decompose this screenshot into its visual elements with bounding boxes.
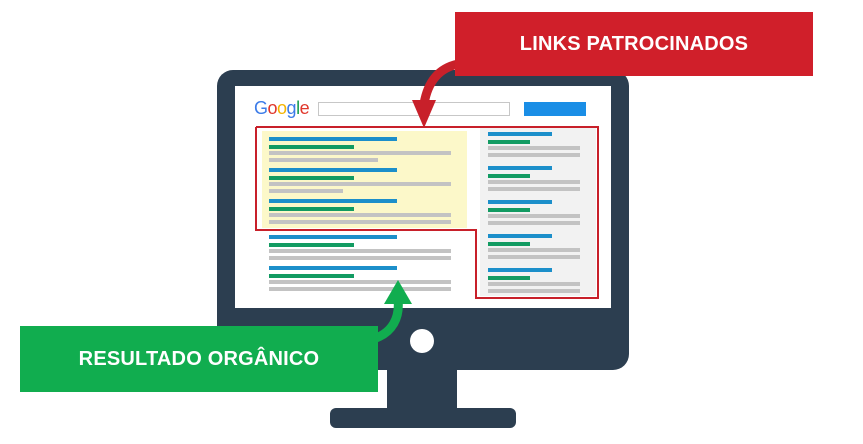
result-url-line <box>269 176 354 180</box>
result-text-line <box>269 158 378 162</box>
result-text-line <box>488 153 580 157</box>
result-url-line <box>488 174 530 178</box>
result-title-line <box>269 235 397 239</box>
result-title-line <box>488 234 552 238</box>
result-title-line <box>488 200 552 204</box>
result-text-line <box>269 182 451 186</box>
result-url-line <box>488 208 530 212</box>
result-url-line <box>488 276 530 280</box>
result-text-line <box>269 151 451 155</box>
sponsored-region-outline <box>255 126 599 299</box>
result-title-line <box>269 168 397 172</box>
result-title-line <box>269 266 397 270</box>
monitor-power-button <box>410 329 434 353</box>
result-text-line <box>269 213 451 217</box>
result-text-line <box>488 146 580 150</box>
result-text-line <box>269 256 451 260</box>
result-text-line <box>269 287 451 291</box>
result-title-line <box>269 199 397 203</box>
result-url-line <box>488 140 530 144</box>
result-url-line <box>269 243 354 247</box>
monitor-stand-neck <box>387 368 457 412</box>
result-url-line <box>269 145 354 149</box>
result-text-line <box>488 282 580 286</box>
result-text-line <box>269 249 451 253</box>
result-url-line <box>269 207 354 211</box>
result-url-line <box>269 274 354 278</box>
sponsored-links-label: LINKS PATROCINADOS <box>455 12 813 76</box>
result-text-line <box>488 255 580 259</box>
result-title-line <box>269 137 397 141</box>
green-curved-arrow-icon <box>371 280 412 343</box>
google-logo: Google <box>254 98 310 118</box>
result-text-line <box>488 221 580 225</box>
monitor-stand-base <box>330 408 516 428</box>
result-text-line <box>269 189 343 193</box>
search-button[interactable] <box>524 102 586 116</box>
result-title-line <box>488 132 552 136</box>
result-text-line <box>488 214 580 218</box>
result-text-line <box>488 248 580 252</box>
result-text-line <box>269 220 451 224</box>
red-curved-arrow-icon <box>412 59 463 128</box>
result-title-line <box>488 268 552 272</box>
result-text-line <box>488 180 580 184</box>
organic-result-label: RESULTADO ORGÂNICO <box>20 326 378 392</box>
result-text-line <box>488 187 580 191</box>
result-title-line <box>488 166 552 170</box>
result-url-line <box>488 242 530 246</box>
result-text-line <box>269 280 451 284</box>
result-text-line <box>488 289 580 293</box>
